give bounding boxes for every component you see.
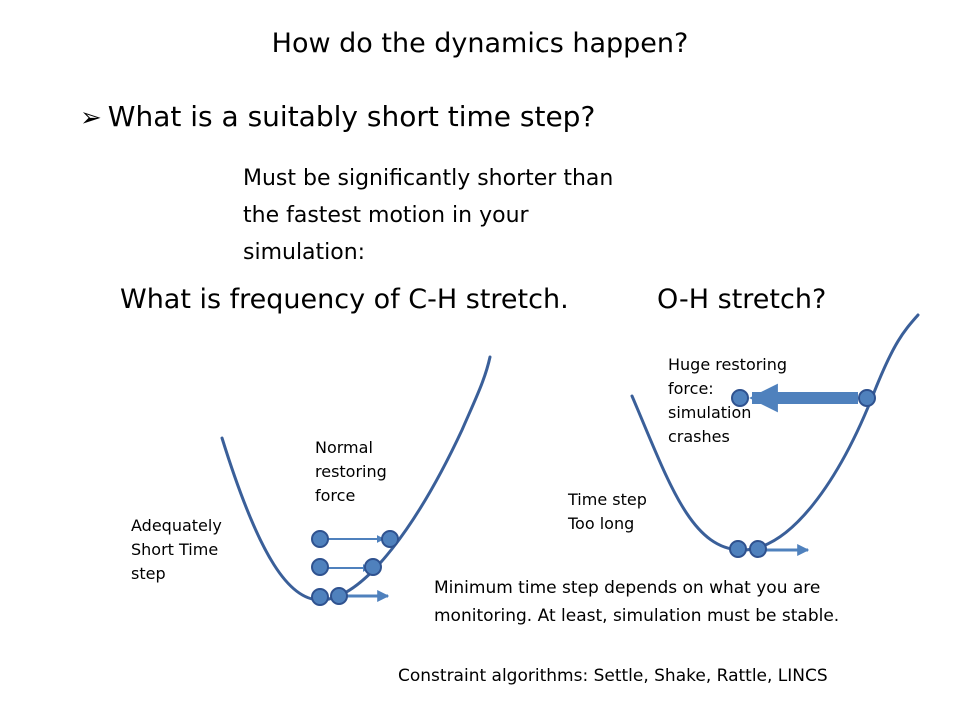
label-line: Time step [568,490,647,509]
atom [364,558,382,576]
atom [330,587,348,605]
body-line: the fastest motion in your [243,203,529,228]
left-potential-curve [220,355,492,602]
label-normal-restoring-force: Normal restoring force [315,436,387,508]
label-adequate-time-step: Adequately Short Time step [131,514,222,586]
label-line: Too long [568,514,635,533]
left-arrow [322,535,390,602]
atom [731,389,749,407]
body-line: simulation: [243,240,366,265]
label-line: simulation [668,403,752,422]
question-ch-stretch: What is frequency of C-H stretch. [120,284,569,315]
question-oh-stretch: O-H stretch? [657,284,827,315]
atom [311,558,329,576]
arrow-bullet-icon: ➢ [80,103,102,133]
note-line: Minimum time step depends on what you ar… [434,578,821,598]
label-line: Adequately [131,516,222,535]
label-line: step [131,564,166,583]
atom [858,389,876,407]
right-atoms [729,389,876,558]
label-line: Huge restoring [668,355,788,374]
label-line: Normal [315,438,373,457]
body-text: Must be significantly shorter than the f… [243,160,703,271]
label-huge-restoring-force: Huge restoring force: simulation crashes [668,353,787,449]
atom [381,530,399,548]
body-line: Must be significantly shorter than [243,166,614,191]
right-potential-curve [630,313,920,552]
minimum-time-step-note: Minimum time step depends on what you ar… [434,574,839,630]
label-line: force: [668,379,714,398]
bullet-text: What is a suitably short time step? [107,100,596,133]
label-line: crashes [668,427,730,446]
atom [311,588,329,606]
bullet-question: ➢What is a suitably short time step? [80,100,595,133]
label-line: force [315,486,356,505]
note-line: monitoring. At least, simulation must be… [434,606,840,626]
label-line: Short Time [131,540,219,559]
atom [749,540,767,558]
atom [729,540,747,558]
label-time-step-too-long: Time step Too long [568,488,647,536]
label-line: restoring [315,462,387,481]
constraint-algorithms: Constraint algorithms: Settle, Shake, Ra… [398,666,828,686]
left-atoms [311,530,399,606]
slide-title: How do the dynamics happen? [271,28,689,59]
atom [311,530,329,548]
